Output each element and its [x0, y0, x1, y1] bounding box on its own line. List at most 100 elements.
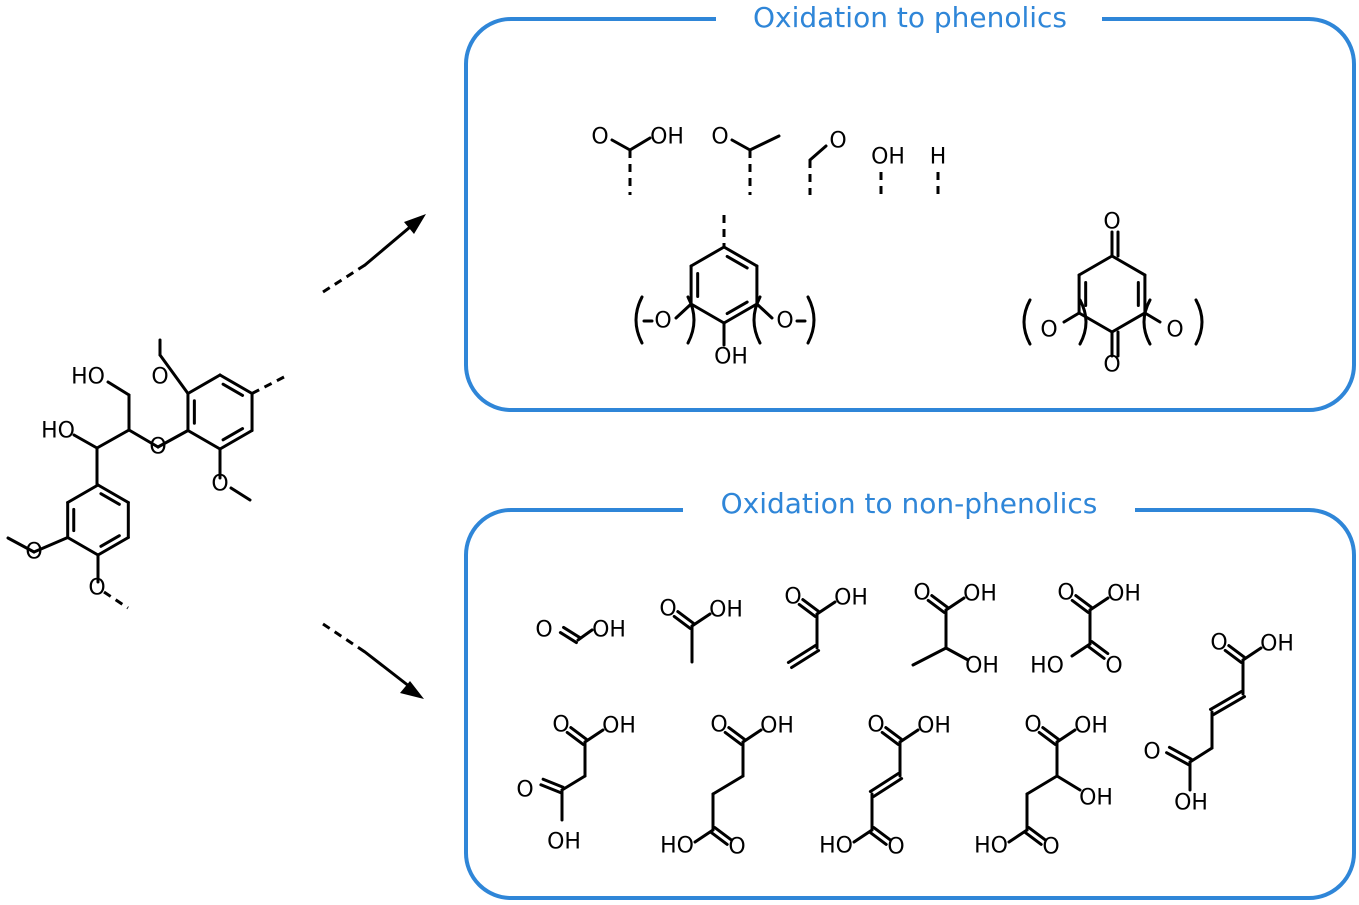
hydroxyl-label: OH	[1260, 632, 1294, 657]
hydroxyl-label: OH	[602, 714, 636, 739]
lignin-backbone	[95, 428, 131, 450]
hydrogen-label: H	[930, 145, 947, 170]
malonic-acid	[565, 730, 585, 746]
hydroxyl-label: OH	[709, 598, 743, 623]
hydroxyl-label: OH	[547, 830, 581, 855]
fumaric-acid	[898, 728, 920, 744]
malic-acid	[1007, 828, 1029, 844]
lignin-backbone	[72, 433, 99, 450]
succinic-acid	[711, 774, 745, 796]
succinic-acid	[727, 726, 747, 742]
bracket	[1142, 298, 1152, 346]
lignin-aromatic-ring	[66, 536, 100, 557]
fumaric-acid	[872, 777, 904, 799]
lignin-backbone	[106, 380, 131, 397]
carbonyl-oxygen-label: O	[867, 713, 884, 738]
quinone-ring	[1077, 254, 1114, 277]
phenolic-ring	[725, 254, 749, 270]
acrylic-acid	[815, 600, 837, 616]
hydroxyl-label: OH	[1107, 582, 1141, 607]
oxalic-acid	[1090, 640, 1110, 656]
hydroxyl-label: HO	[71, 365, 105, 390]
lignin-aromatic-ring	[66, 483, 100, 504]
ring-oxygen-bond	[755, 302, 774, 320]
carbonyl-oxygen-label: O	[1210, 631, 1227, 656]
fumaric-acid	[868, 830, 888, 846]
hydroxyl-label: OH	[917, 714, 951, 739]
lignin-aromatic-ring	[96, 536, 130, 557]
hydroxyl-label: OH	[760, 714, 794, 739]
phenolics-panel-title: Oxidation to phenolics	[753, 1, 1067, 34]
hydroxyl-label: OH	[714, 345, 748, 370]
carbonyl-oxygen-label: O	[552, 713, 569, 738]
fumaric-acid	[884, 726, 904, 742]
lignin-syringyl-ring	[221, 382, 245, 397]
acetic-acid	[690, 612, 712, 628]
acetic-acid	[676, 610, 696, 626]
glutaconic-acid	[1208, 689, 1243, 711]
hydroxyl-label: HO	[41, 419, 75, 444]
carbonyl-oxygen-label: O	[516, 778, 533, 803]
carbonyl-oxygen-label: O	[829, 129, 846, 154]
fumaric-acid	[872, 826, 892, 842]
glutaconic-acid	[1167, 745, 1193, 761]
bracket	[752, 295, 762, 345]
lignin-aromatic-ring	[99, 492, 121, 506]
phenolic-ring	[689, 302, 726, 325]
glutaconic-acid	[1223, 648, 1243, 664]
carbonyl-oxygen-label: O	[659, 597, 676, 622]
right-bracket	[1194, 298, 1204, 346]
methoxy-oxygen-label: O	[151, 365, 168, 390]
succinic-acid	[709, 830, 729, 846]
hydroxyl-label: OH	[1079, 786, 1113, 811]
left-bracket	[1022, 298, 1032, 346]
malic-acid	[1027, 826, 1047, 842]
ether-bond	[156, 429, 190, 449]
succinic-acid	[713, 826, 733, 842]
carbonyl-oxygen-label: O	[887, 835, 904, 860]
lignin-syringyl-ring	[186, 373, 222, 395]
malic-acid	[1037, 730, 1057, 746]
bonds-layer	[6, 134, 1263, 846]
acid-sidechain	[628, 136, 652, 152]
hydroxyl-label: OH	[834, 586, 868, 611]
succinic-acid	[693, 828, 715, 844]
glutaconic-acid	[1241, 646, 1263, 662]
lignin-syringyl-ring	[186, 429, 222, 451]
phenolic-ring	[689, 245, 726, 268]
oxalic-acid	[1074, 594, 1094, 610]
hydroxyl-label: HO	[974, 834, 1008, 859]
carbonyl-oxygen-label: O	[728, 835, 745, 860]
acrylic-acid	[797, 602, 817, 618]
lignin-syringyl-ring	[218, 373, 254, 395]
quinone-oxygen-label: O	[1103, 353, 1120, 378]
oxalic-acid	[1070, 642, 1092, 658]
malic-acid	[1041, 726, 1061, 742]
malonic-acid	[541, 777, 565, 789]
non-phenolics-panel-title: Oxidation to non-phenolics	[721, 487, 1098, 520]
left-bracket	[634, 295, 644, 345]
ring-oxygen-bond	[1062, 311, 1081, 324]
lactic-acid	[930, 594, 950, 610]
hydroxyl-label: OH	[1174, 791, 1208, 816]
lignin-aromatic-ring	[96, 483, 130, 504]
bracket	[686, 295, 696, 345]
succinic-acid	[741, 728, 763, 744]
carbonyl-oxygen-label: O	[1042, 835, 1059, 860]
methoxy-bond	[32, 536, 70, 554]
ring-oxygen-label: O	[654, 309, 671, 334]
carbonyl-oxygen-label: O	[535, 618, 552, 643]
quinone-oxygen-label: O	[1103, 210, 1120, 235]
fumaric-acid	[868, 771, 900, 793]
malonic-acid	[583, 728, 605, 744]
acrylic-acid	[786, 643, 817, 664]
ring-oxygen-bond	[674, 302, 693, 320]
lactic-acid	[911, 646, 948, 667]
oxalic-acid	[1088, 596, 1110, 612]
glutaconic-acid	[1165, 751, 1191, 767]
hydroxyl-label: OH	[965, 654, 999, 679]
ring-oxygen-bond	[1143, 311, 1162, 324]
methoxy-bond	[6, 536, 36, 554]
ketone-sidechain	[730, 138, 752, 152]
